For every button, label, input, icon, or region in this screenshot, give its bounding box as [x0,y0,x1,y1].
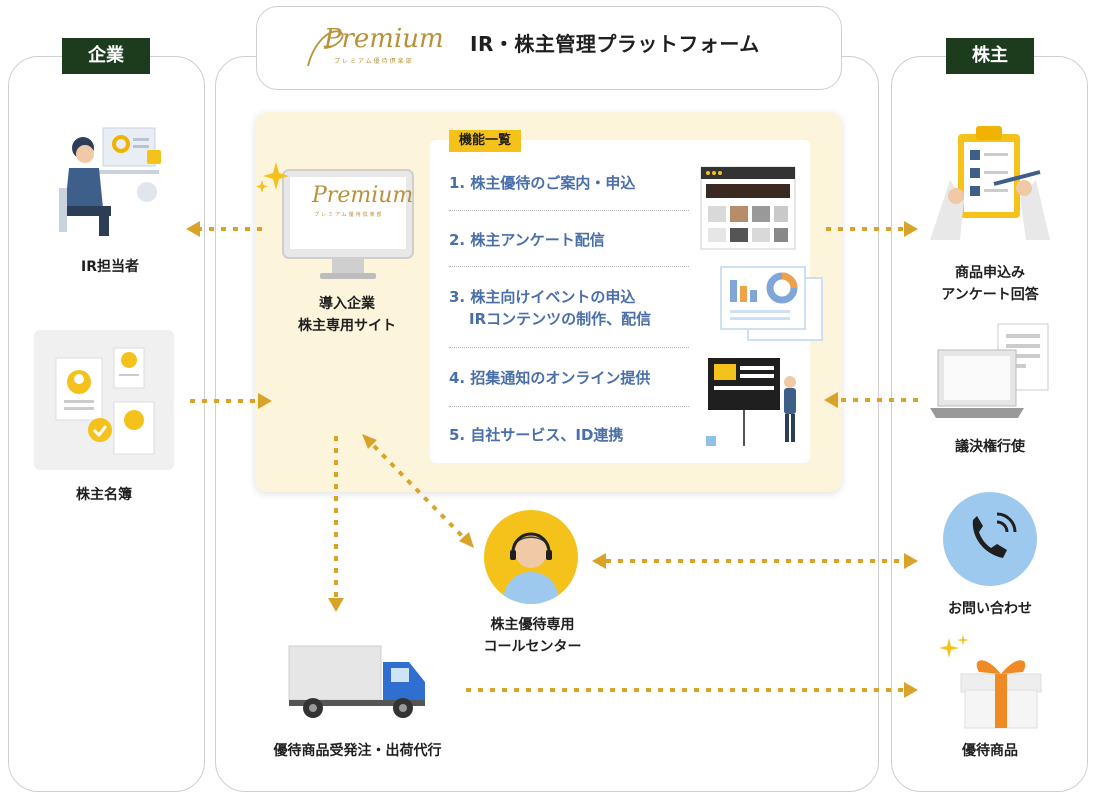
function-item-3: 3. 株主向けイベントの申込 IRコンテンツの制作、配信 [449,288,652,328]
divider [449,347,689,348]
inquiry-label: お問い合わせ [948,601,1032,617]
arrowhead [459,532,474,548]
apply-survey-label: 商品申込み アンケート回答 [941,265,1039,303]
shipping-label: 優待商品受発注・出荷代行 [273,743,442,759]
function-item-1: 1. 株主優待のご案内・申込 [449,174,636,192]
arrowhead [186,221,200,237]
laptop-document-illustration [928,320,1053,420]
function-item-5: 5. 自社サービス、ID連携 [449,426,624,444]
arrowhead [904,553,918,569]
arrowhead [904,221,918,237]
arrowhead [904,682,918,698]
page-title: IR・株主管理プラットフォーム [470,32,760,56]
callcenter-label: 株主優待専用 コールセンター [483,617,582,655]
function-item-4: 4. 招集通知のオンライン提供 [449,369,651,387]
gift-label: 優待商品 [962,743,1018,759]
function-list-title: 機能一覧 [449,130,522,152]
site-logo: Premium プレミアム優待倶楽部 [312,183,414,218]
vote-label: 議決権行使 [955,439,1025,455]
ir-staff-label: IR担当者 [81,259,139,275]
divider [449,210,689,211]
phone-icon [943,492,1037,586]
site-label: 導入企業 株主専用サイト [298,296,396,334]
truck-icon [285,642,430,722]
divider [449,406,689,407]
arrowhead [824,392,838,408]
monitor-icon [280,165,415,285]
arrowhead [362,434,377,449]
sparkle-icon [256,160,290,196]
checklist-illustration [930,120,1050,246]
shareholder-badge: 株主 [946,38,1034,74]
function-item-2: 2. 株主アンケート配信 [449,231,605,249]
gift-box-icon [935,634,1045,730]
chart-document-illustration [720,266,824,342]
shareholder-registry-label: 株主名簿 [76,487,132,503]
premium-logo: Premium プレミアム優待倶楽部 [300,22,450,72]
website-thumbnail [700,166,796,250]
arrowhead [328,598,344,612]
platform-header [256,6,842,90]
registry-cards-illustration [34,330,174,470]
divider [449,266,689,267]
arrowhead [258,393,272,409]
arrowhead [592,553,606,569]
company-badge: 企業 [62,38,150,74]
presentation-illustration [700,354,810,454]
operator-headset-icon [484,510,578,604]
ir-staff-illustration [55,118,170,243]
